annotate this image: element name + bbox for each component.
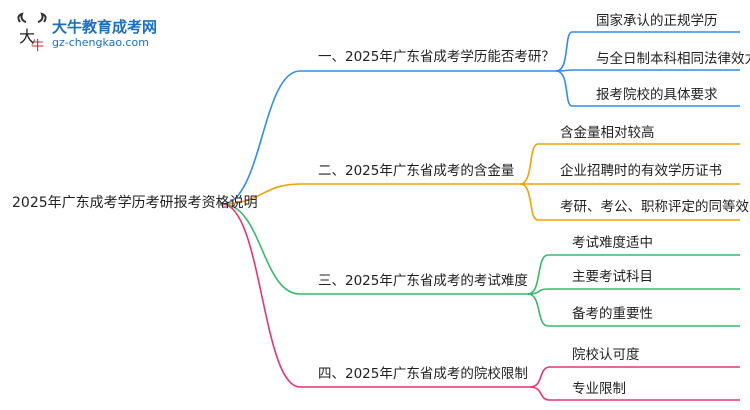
branch-3-item-3-connector	[527, 293, 740, 327]
branch-2-item-2: 企业招聘时的有效学历证书	[560, 163, 722, 179]
branch-1-item-2: 与全日制本科相同法律效力	[596, 51, 750, 67]
branch-4-item-1: 院校认可度	[572, 347, 640, 363]
branch-3-item-1: 考试难度适中	[572, 235, 653, 251]
branch-1-label: 一、2025年广东省成考学历能否考研？	[318, 49, 555, 65]
branch-3-connector	[221, 203, 528, 295]
branch-4-label: 四、2025年广东省成考的院校限制	[318, 366, 528, 382]
branch-1-item-2-connector	[555, 69, 740, 72]
branch-3-item-2: 主要考试科目	[572, 269, 653, 285]
branch-4-connector	[221, 203, 530, 388]
branch-1-item-1: 国家承认的正规学历	[596, 13, 718, 29]
branch-2-item-1: 含金量相对较高	[560, 125, 655, 141]
svg-text:牛: 牛	[31, 39, 44, 52]
branch-2-item-1-connector	[519, 143, 740, 185]
branch-3-item-2-connector	[527, 288, 740, 295]
branch-4-item-2-connector	[529, 386, 740, 401]
branch-4-item-2: 专业限制	[572, 381, 626, 397]
branch-2-item-3-connector	[519, 183, 740, 221]
branch-3-item-3: 备考的重要性	[572, 306, 653, 322]
branch-1-item-1-connector	[555, 31, 740, 72]
root-anchor	[220, 202, 224, 206]
branch-2-item-3: 考研、考公、职称评定的同等效力	[560, 199, 750, 215]
branch-3-item-1-connector	[527, 254, 740, 295]
logo-title: 大牛教育成考网	[52, 18, 158, 36]
branch-1-item-3: 报考院校的具体要求	[596, 87, 718, 103]
branch-2-label: 二、2025年广东省成考的含金量	[318, 163, 515, 179]
site-logo: 大 牛 大牛教育成考网 gz-chengkao.com	[14, 12, 184, 54]
root-topic: 2025年广东成考学历考研报考资格说明	[12, 195, 258, 211]
svg-text:大: 大	[19, 27, 35, 46]
branch-1-connector	[221, 70, 556, 205]
branch-3-label: 三、2025年广东省成考的考试难度	[318, 273, 528, 289]
bull-logo-icon: 大 牛	[17, 12, 47, 52]
branch-2-connector	[221, 183, 520, 205]
logo-url: gz-chengkao.com	[52, 36, 149, 49]
branch-1-item-3-connector	[555, 70, 740, 107]
branch-4-item-1-connector	[529, 366, 740, 388]
